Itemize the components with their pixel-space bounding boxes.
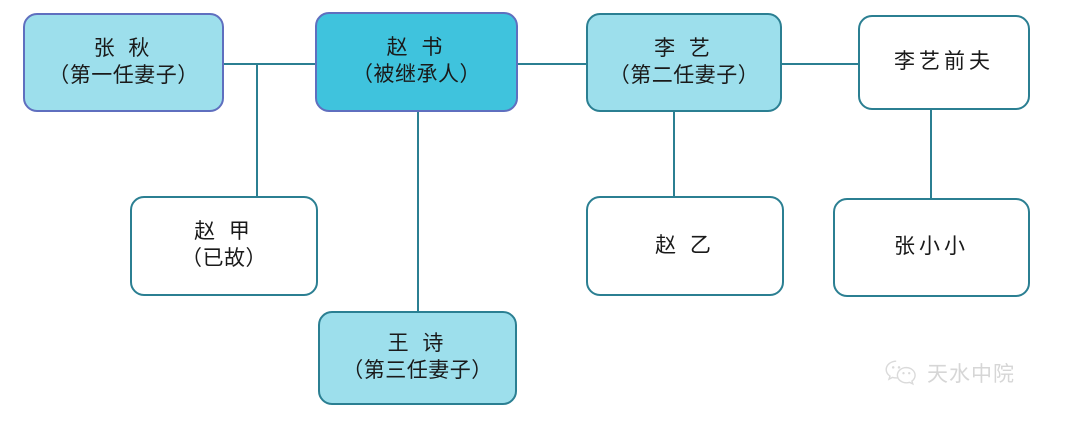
node-li-yi-qianfu[interactable]: 李艺前夫 [858, 15, 1030, 110]
node-wang-shi-role: （第三任妻子） [342, 359, 493, 382]
connector-zhaoshu-liyi [518, 63, 587, 65]
node-zhao-jia-name: 赵 甲 [194, 220, 254, 244]
node-li-yi-name: 李 艺 [654, 36, 714, 60]
node-li-yi-qianfu-name: 李艺前夫 [894, 50, 994, 74]
node-zhao-yi[interactable]: 赵 乙 [586, 196, 784, 296]
node-wang-shi-name: 王 诗 [387, 332, 448, 356]
connector-zhaoshu-wangshi [417, 111, 419, 312]
node-zhao-yi-name: 赵 乙 [655, 233, 715, 257]
watermark-text: 天水中院 [927, 363, 1015, 386]
node-zhang-xiaoxiao[interactable]: 张小小 [833, 198, 1030, 297]
node-wang-shi[interactable]: 王 诗 （第三任妻子） [318, 311, 517, 405]
node-zhao-shu-name: 赵 书 [386, 36, 447, 60]
node-zhao-shu[interactable]: 赵 书 （被继承人） [315, 12, 518, 112]
node-zhao-jia[interactable]: 赵 甲 （已故） [130, 196, 318, 296]
node-zhang-xiaoxiao-name: 张小小 [894, 235, 969, 259]
node-zhao-jia-role: （已故） [181, 247, 267, 270]
connector-liyi-zhaoyi [673, 111, 675, 197]
connector-zhangqiu-zhaoshu [224, 63, 316, 65]
node-zhao-shu-role: （被继承人） [352, 63, 481, 86]
connector-liyiqianfu-zhangxiaoxiao [930, 109, 932, 199]
node-li-yi[interactable]: 李 艺 （第二任妻子） [586, 13, 782, 112]
connector-liyi-liyiqianfu [782, 63, 859, 65]
node-li-yi-role: （第二任妻子） [608, 63, 760, 87]
wechat-icon [884, 359, 918, 387]
node-zhang-qiu-name: 张 秋 [93, 36, 154, 60]
node-zhang-qiu-role: （第一任妻子） [48, 63, 199, 87]
connector-union1-zhaojia [256, 63, 258, 197]
watermark: 天水中院 [884, 358, 1015, 388]
node-zhang-qiu[interactable]: 张 秋 （第一任妻子） [23, 13, 224, 112]
